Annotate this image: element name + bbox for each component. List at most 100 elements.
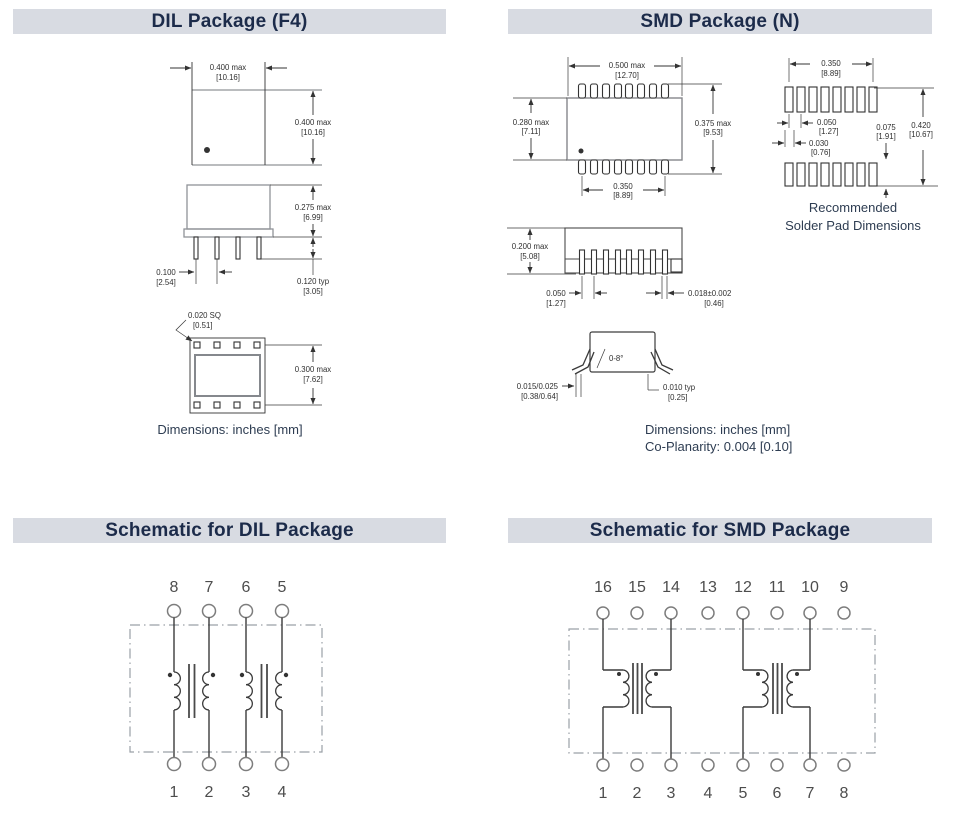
pin-label-8: 8 xyxy=(840,785,849,802)
pin1-dot xyxy=(204,147,210,153)
dim-pad-height-mm: [1.91] xyxy=(876,132,896,141)
pin-terminal xyxy=(837,758,851,772)
dim-body-height-mm: [6.99] xyxy=(303,213,323,222)
package-outline-box xyxy=(129,624,323,753)
smd-dimensions-caption: Dimensions: inches [mm] xyxy=(645,422,790,437)
dim-top-height-mm: [10.16] xyxy=(301,128,325,137)
package-outline-box xyxy=(568,628,876,754)
pin-terminal xyxy=(596,758,610,772)
smd-schematic-header: Schematic for SMD Package xyxy=(508,518,932,543)
smd-schematic-drawing: 16 15 14 13 12 11 10 9 xyxy=(568,579,876,802)
dim-pad-span: 0.350 xyxy=(821,59,841,68)
dim-smd-pitch-mm: [1.27] xyxy=(546,299,566,308)
pin-terminal xyxy=(274,603,290,619)
dim-top-height: 0.400 max xyxy=(295,118,332,127)
pin-label-11: 11 xyxy=(769,579,786,596)
transformer-1 xyxy=(167,617,216,758)
dim-pin-pitch: 0.100 xyxy=(156,268,176,277)
polarity-dot xyxy=(617,672,621,676)
dil-package-drawing: 0.400 max [10.16] 0.400 max [10.16] 0.27… xyxy=(156,62,332,437)
pin-label-16: 16 xyxy=(594,579,612,596)
pin-label-9: 9 xyxy=(840,579,849,596)
pin-label-13: 13 xyxy=(699,579,717,596)
pin-label-6: 6 xyxy=(773,785,782,802)
dim-smd-width: 0.500 max xyxy=(609,61,646,70)
solder-pad-diagram: 0.350 [8.89] 0.050 [1.27] 0.030 [0.76] 0… xyxy=(772,58,938,233)
dil-top-view: 0.400 max [10.16] 0.400 max [10.16] xyxy=(170,62,332,166)
dim-smd-pitch: 0.050 xyxy=(546,289,566,298)
dim-pad-span-mm: [8.89] xyxy=(821,69,841,78)
pin-label-7: 7 xyxy=(205,579,214,596)
dim-pin-square: 0.020 SQ xyxy=(188,311,221,320)
pin-terminal xyxy=(166,756,182,772)
dim-row-span: 0.300 max xyxy=(295,365,332,374)
dil-bottom-view: 0.020 SQ [0.51] 0.300 max [7.62] Dimensi… xyxy=(157,311,331,437)
right-gull-lead xyxy=(654,348,674,371)
pin-label-8: 8 xyxy=(170,579,179,596)
polarity-dot xyxy=(654,672,658,676)
pin-label-1: 1 xyxy=(170,784,179,801)
smd-side-view: 0.200 max [5.08] 0.050 [1.27] 0.018±0.00… xyxy=(507,227,731,308)
polarity-dot xyxy=(239,672,245,678)
dim-smd-body-height: 0.280 max xyxy=(513,118,550,127)
pin-label-2: 2 xyxy=(205,784,214,801)
dim-smd-height: 0.200 max xyxy=(512,242,549,251)
left-gull-lead xyxy=(571,348,591,371)
solder-pads xyxy=(784,86,878,187)
dil-schematic-drawing: 8 7 6 5 xyxy=(129,579,323,801)
pin-label-1: 1 xyxy=(599,785,608,802)
polarity-dot xyxy=(756,672,760,676)
dim-pad-overall: 0.420 xyxy=(911,121,931,130)
pin1-dot xyxy=(578,148,584,154)
dim-smd-pin-span-mm: [8.89] xyxy=(613,191,633,200)
pin-terminal xyxy=(770,606,784,620)
dim-smd-height-mm: [5.08] xyxy=(520,252,540,261)
solder-pad-caption-line1: Recommended xyxy=(809,200,897,215)
pin-terminal xyxy=(238,756,254,772)
polarity-dot xyxy=(795,672,799,676)
pin-terminal xyxy=(701,758,715,772)
dim-smd-lead-width: 0.018±0.002 xyxy=(688,289,731,298)
pin-label-2: 2 xyxy=(633,785,642,802)
transformer-1 xyxy=(602,619,672,759)
dim-smd-lead-width-mm: [0.46] xyxy=(704,299,724,308)
dim-pin-pitch-mm: [2.54] xyxy=(156,278,176,287)
pin-terminal xyxy=(630,606,644,620)
pin-label-5: 5 xyxy=(278,579,287,596)
smd-coplanarity-caption: Co-Planarity: 0.004 [0.10] xyxy=(645,439,792,454)
pin-label-14: 14 xyxy=(662,579,680,596)
dim-body-height: 0.275 max xyxy=(295,203,332,212)
pin-label-5: 5 xyxy=(739,785,748,802)
pin-terminal xyxy=(664,758,678,772)
dim-standoff-mm: [0.38/0.64] xyxy=(521,392,558,401)
dim-pad-pitch: 0.050 xyxy=(817,118,837,127)
polarity-dot xyxy=(167,672,173,678)
transformer-2 xyxy=(742,619,811,759)
dim-foot: 0.010 typ xyxy=(663,383,696,392)
pin-label-12: 12 xyxy=(734,579,752,596)
pin-terminal xyxy=(770,758,784,772)
dim-top-width-mm: [10.16] xyxy=(216,73,240,82)
smd-top-pins xyxy=(577,83,670,175)
smd-end-view: 0-8° 0.015/0.025 [0.38/0.64] 0.010 typ [… xyxy=(517,331,792,454)
pin-terminal xyxy=(274,756,290,772)
pin-label-3: 3 xyxy=(242,784,251,801)
dil-side-view: 0.275 max [6.99] 0.120 typ [3.05] 0.100 … xyxy=(156,184,332,296)
pin-terminal xyxy=(201,756,217,772)
smd-side-leads xyxy=(578,249,669,275)
smd-package-header: SMD Package (N) xyxy=(508,9,932,34)
dim-row-span-mm: [7.62] xyxy=(303,375,323,384)
dim-lead-angle: 0-8° xyxy=(609,354,623,363)
dim-standoff: 0.015/0.025 xyxy=(517,382,559,391)
dim-smd-width-mm: [12.70] xyxy=(615,71,639,80)
dim-pad-height: 0.075 xyxy=(876,123,896,132)
pin-label-7: 7 xyxy=(806,785,815,802)
pin-label-4: 4 xyxy=(704,785,713,802)
dim-pad-width-mm: [0.76] xyxy=(811,148,831,157)
dim-pad-width: 0.030 xyxy=(809,139,829,148)
smd-top-view: 0.500 max [12.70] 0.280 max [7.11] 0.375… xyxy=(513,57,731,200)
dim-pin-square-mm: [0.51] xyxy=(193,321,213,330)
transformer-2 xyxy=(239,617,289,758)
pin-terminal xyxy=(803,758,817,772)
